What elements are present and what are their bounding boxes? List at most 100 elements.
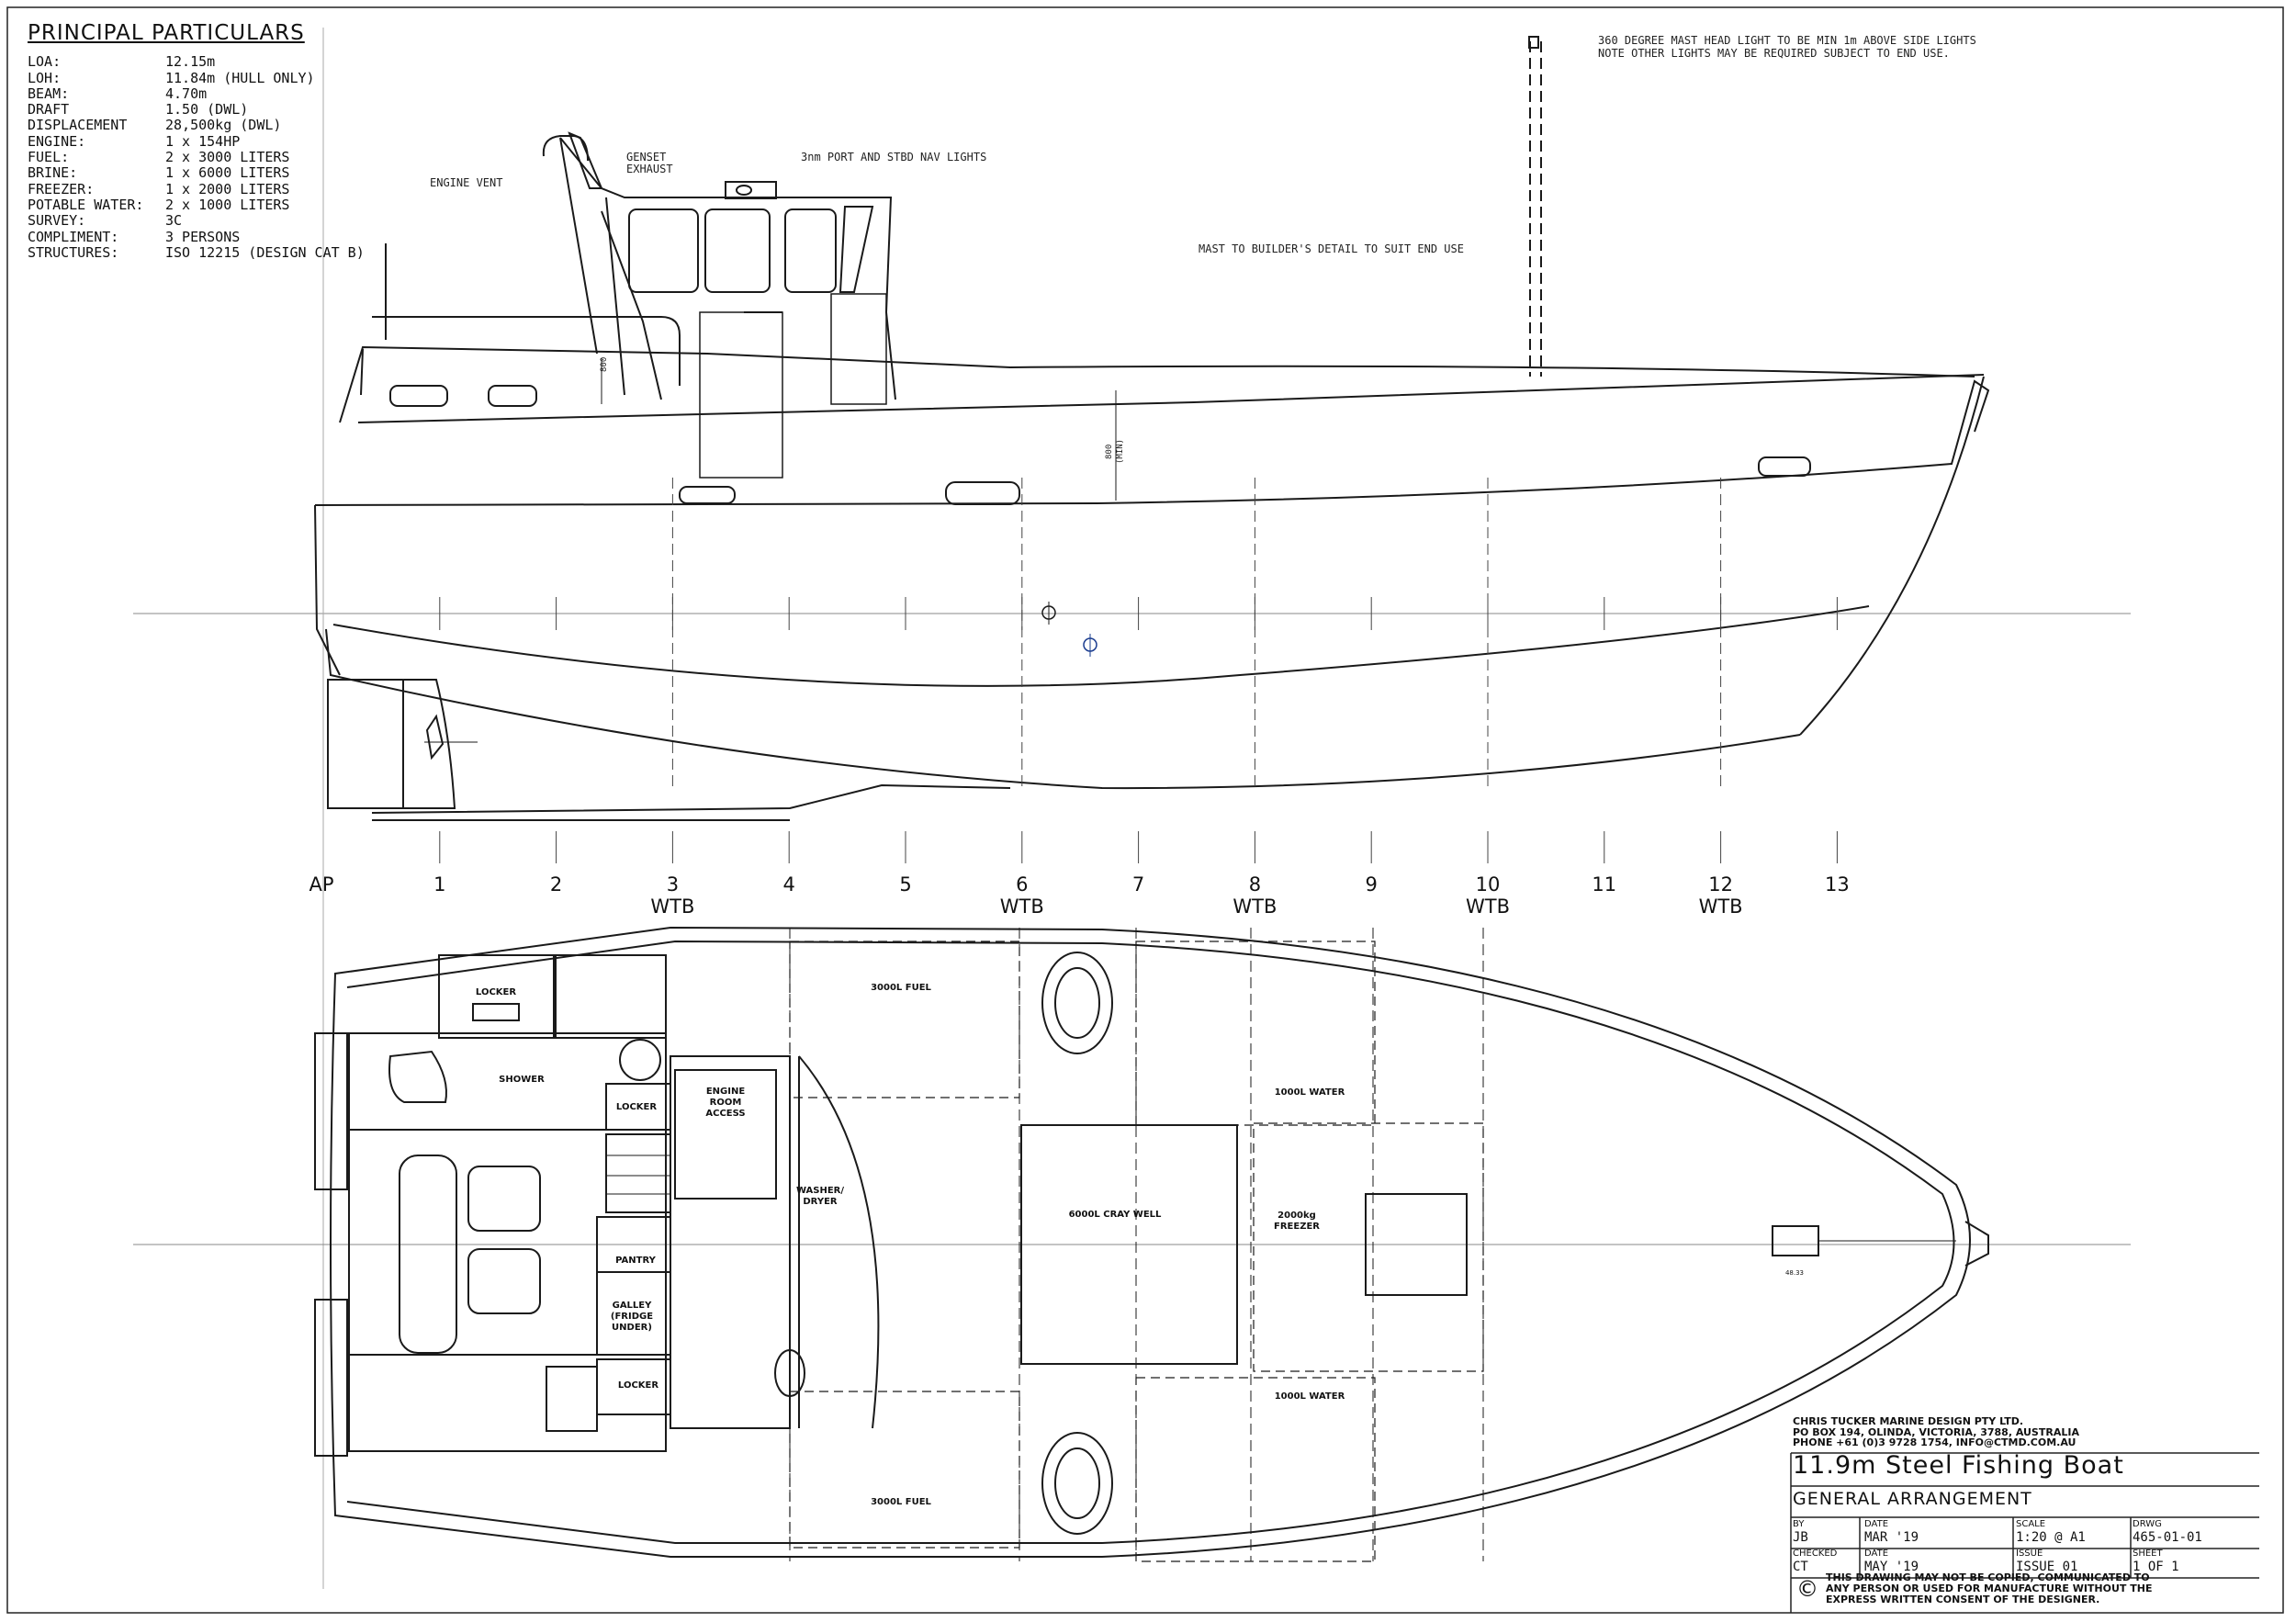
label-fuel-bottom: 3000L FUEL <box>871 1497 931 1507</box>
hull-bow <box>1799 376 1985 736</box>
note-nav-lights: 3nm PORT AND STBD NAV LIGHTS <box>801 151 986 163</box>
label-freezer-1: 2000kg <box>1277 1211 1316 1221</box>
sheet-value: 1 OF 1 <box>2133 1560 2179 1574</box>
note-mast-light-1: 360 DEGREE MAST HEAD LIGHT TO BE MIN 1m … <box>1598 34 1976 47</box>
particulars-row: COMPLIMENT:3 PERSONS <box>28 228 365 245</box>
checked-header: CHECKED <box>1793 1549 1838 1559</box>
nav-light-box <box>725 181 777 199</box>
label-engine-3: ACCESS <box>705 1109 745 1119</box>
hull-deck-line <box>357 374 1985 423</box>
particular-value: 11.84m (HULL ONLY) <box>165 69 315 86</box>
hatch-top-inner <box>1054 967 1100 1039</box>
freezer-hatch <box>1365 1193 1468 1296</box>
particulars-row: FREEZER:1 x 2000 LITERS <box>28 180 365 197</box>
particular-key: SURVEY: <box>28 212 86 230</box>
label-water-bottom: 1000L WATER <box>1275 1391 1345 1402</box>
label-washer-1: WASHER/ <box>796 1186 844 1196</box>
particular-key: STRUCTURES: <box>28 243 119 261</box>
note-engine-vent: ENGINE VENT <box>430 176 502 189</box>
particular-value: 1 x 154HP <box>165 132 241 150</box>
particulars-row: SURVEY: 3C <box>28 212 365 230</box>
particular-value: 1 x 2000 LITERS <box>165 180 290 197</box>
note-genset-2: EXHAUST <box>626 163 673 175</box>
plan-view <box>133 926 2131 1562</box>
station-label: AP <box>309 873 333 895</box>
label-locker-top: LOCKER <box>476 987 516 997</box>
station-label: 13 <box>1825 873 1850 895</box>
wheelhouse-aft <box>601 210 662 400</box>
date-value: MAR '19 <box>1864 1530 1919 1545</box>
copyright-icon: © <box>1796 1576 1818 1602</box>
stern-rail <box>372 243 681 386</box>
label-anchor-tag: 48.33 <box>1785 1269 1804 1277</box>
particular-value: 3 PERSONS <box>165 228 241 245</box>
copyright-line-2: ANY PERSON OR USED FOR MANUFACTURE WITHO… <box>1826 1583 2153 1594</box>
drwg-header: DRWG <box>2133 1519 2162 1529</box>
particular-value: 2 x 3000 LITERS <box>165 149 290 166</box>
hatch-bottom-inner <box>1054 1447 1100 1519</box>
hatch-top <box>1041 952 1113 1054</box>
particulars-row: STRUCTURES: ISO 12215 (DESIGN CAT B) <box>28 243 365 261</box>
station-label: 10 <box>1476 873 1501 895</box>
fuel-tank-bottom <box>789 1391 1020 1549</box>
title-block: CTMD CHRIS TUCKER MARINE DESIGN PTY LTD.… <box>1791 1416 2259 1622</box>
engine-room-hatch <box>674 1069 777 1200</box>
transom-step-2 <box>314 1299 348 1457</box>
label-freezer-2: FREEZER <box>1274 1222 1320 1232</box>
transom-step-1 <box>314 1032 348 1190</box>
sheet-border <box>6 6 2284 1614</box>
wtb-label: WTB <box>1232 895 1277 918</box>
particulars-row: FUEL:2 x 3000 LITERS <box>28 149 365 166</box>
particular-key: ENGINE: <box>28 132 86 150</box>
label-locker-bottom: LOCKER <box>618 1380 658 1391</box>
label-galley-2: (FRIDGE <box>611 1312 653 1322</box>
dim-rail-label: 800 <box>600 357 609 372</box>
station-ticks <box>439 478 1838 863</box>
window-1 <box>628 208 699 293</box>
locker-top-box <box>438 954 555 1039</box>
particular-value: 3C <box>165 212 183 230</box>
wtb-label: WTB <box>1000 895 1044 918</box>
wtb-label: WTB <box>650 895 694 918</box>
label-galley-1: GALLEY <box>613 1301 653 1311</box>
particular-key: POTABLE WATER: <box>28 196 144 213</box>
freezer-box <box>1253 1122 1484 1372</box>
hull-upper-sheer <box>339 345 1975 423</box>
particular-value: 1.50 (DWL) <box>165 101 249 118</box>
wtb-label: WTB <box>1466 895 1510 918</box>
station-label: 2 <box>550 873 562 895</box>
company-info: CHRIS TUCKER MARINE DESIGN PTY LTD. PO B… <box>1793 1416 2079 1448</box>
particular-value: ISO 12215 (DESIGN CAT B) <box>165 243 365 261</box>
particular-value: 2 x 1000 LITERS <box>165 196 290 213</box>
mast-head-light <box>1528 36 1539 49</box>
copyright-notice: THIS DRAWING MAY NOT BE COPIED, COMMUNIC… <box>1826 1572 2152 1605</box>
copyright-line-3: EXPRESS WRITTEN CONSENT OF THE DESIGNER. <box>1826 1594 2100 1605</box>
label-locker-mid: LOCKER <box>616 1102 657 1112</box>
label-cray-well: 6000L CRAY WELL <box>1069 1210 1162 1220</box>
particulars-row: LOA:12.15m <box>28 53 365 71</box>
window-4 <box>838 206 874 293</box>
particular-key: LOA: <box>28 53 62 71</box>
deckhouse-side <box>830 293 887 405</box>
plan-hull-inner <box>346 940 1955 1544</box>
scale-value: 1:20 @ A1 <box>2016 1530 2086 1545</box>
date2-header: DATE <box>1864 1549 1889 1559</box>
title-block-frame <box>1790 1452 2259 1613</box>
date-header: DATE <box>1864 1519 1889 1529</box>
freeing-port-1 <box>389 385 448 407</box>
issue-header: ISSUE <box>2016 1549 2043 1559</box>
particular-key: BEAM: <box>28 84 70 102</box>
rudder <box>327 679 404 809</box>
plan-labels: LOCKER SHOWER LOCKER ENGINE ROOM ACCESS … <box>476 983 1804 1507</box>
anchor-windlass <box>1772 1225 1819 1256</box>
chair-base <box>546 1366 598 1432</box>
water-tank-bottom <box>1135 1377 1376 1562</box>
hull-transom <box>314 504 341 676</box>
dim-bulwark-label-1: 800 <box>1105 445 1114 459</box>
copyright-line-1: THIS DRAWING MAY NOT BE COPIED, COMMUNIC… <box>1826 1571 2150 1583</box>
station-label: 5 <box>899 873 911 895</box>
